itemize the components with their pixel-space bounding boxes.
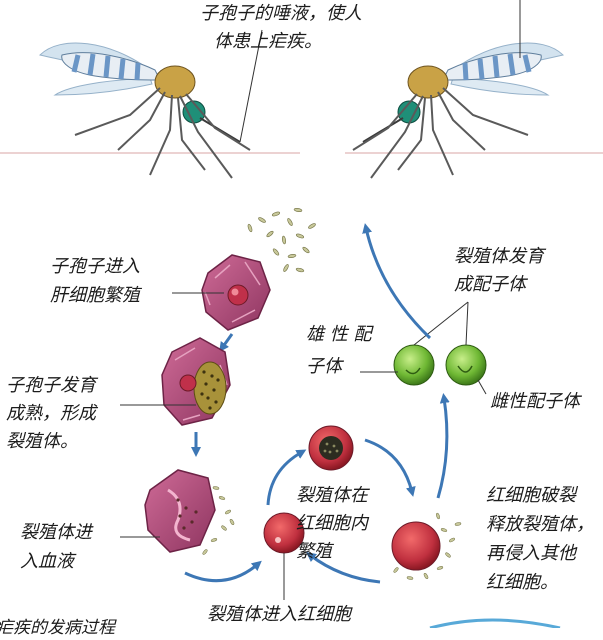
liver-cell-schizont: [162, 338, 230, 425]
label-sporozoite-liver-line2: 肝细胞繁殖: [50, 284, 140, 308]
arrow-liver-1-to-2: [222, 334, 232, 348]
label-enter-rbc: 裂殖体进入红细胞: [207, 603, 351, 627]
arrow-schizont-to-burst: [365, 440, 412, 492]
liver-cell-bursting: [145, 470, 235, 555]
label-saliva-line1: 子孢子的唾液，使人: [200, 2, 362, 26]
female-gametocyte: [446, 345, 486, 385]
label-burst-line1: 红细胞破裂: [486, 484, 576, 508]
label-develop-line2: 成配子体: [454, 273, 526, 297]
rbc-with-schizont: [309, 426, 353, 470]
label-inside-rbc-line3: 繁殖: [296, 540, 332, 564]
label-inside-rbc-line1: 裂殖体在: [296, 484, 368, 508]
label-burst-line3: 再侵入其他: [486, 542, 576, 566]
label-mature-line3: 裂殖体。: [6, 430, 78, 454]
arrow-gametocytes-to-mosquito: [366, 228, 430, 338]
label-inside-rbc-line2: 红细胞内: [296, 512, 368, 536]
label-cut-caption: 疟疾的发病过程: [0, 616, 115, 640]
pointer-line-develop-female: [466, 302, 468, 345]
label-mature-line1: 子孢子发育: [6, 374, 96, 398]
label-blood-line1: 裂殖体进: [20, 521, 92, 545]
rbc-bursting: [392, 513, 461, 580]
pointer-line-female: [478, 380, 486, 394]
label-mature-line2: 成熟，形成: [6, 402, 96, 426]
label-saliva-line2: 体患上疟疾。: [214, 30, 322, 54]
label-burst-line4: 红细胞。: [486, 571, 558, 595]
pointer-line-develop-male: [414, 302, 468, 345]
label-burst-line2: 释放裂殖体，: [486, 513, 594, 537]
label-male-line1: 雄 性 配: [306, 323, 371, 347]
label-develop-line1: 裂殖体发育: [454, 245, 544, 269]
male-gametocyte: [394, 345, 434, 385]
partial-ellipse-decoration: [430, 620, 560, 628]
label-blood-line2: 入血液: [20, 550, 74, 574]
label-sporozoite-liver-line1: 子孢子进入: [50, 255, 140, 279]
label-male-line2: 子体: [306, 355, 342, 379]
mosquito-right: [353, 43, 563, 178]
label-female: 雌性配子体: [490, 390, 580, 414]
arrow-burst-to-gametocytes: [438, 398, 447, 498]
arrow-liver-to-rbc: [185, 564, 258, 581]
